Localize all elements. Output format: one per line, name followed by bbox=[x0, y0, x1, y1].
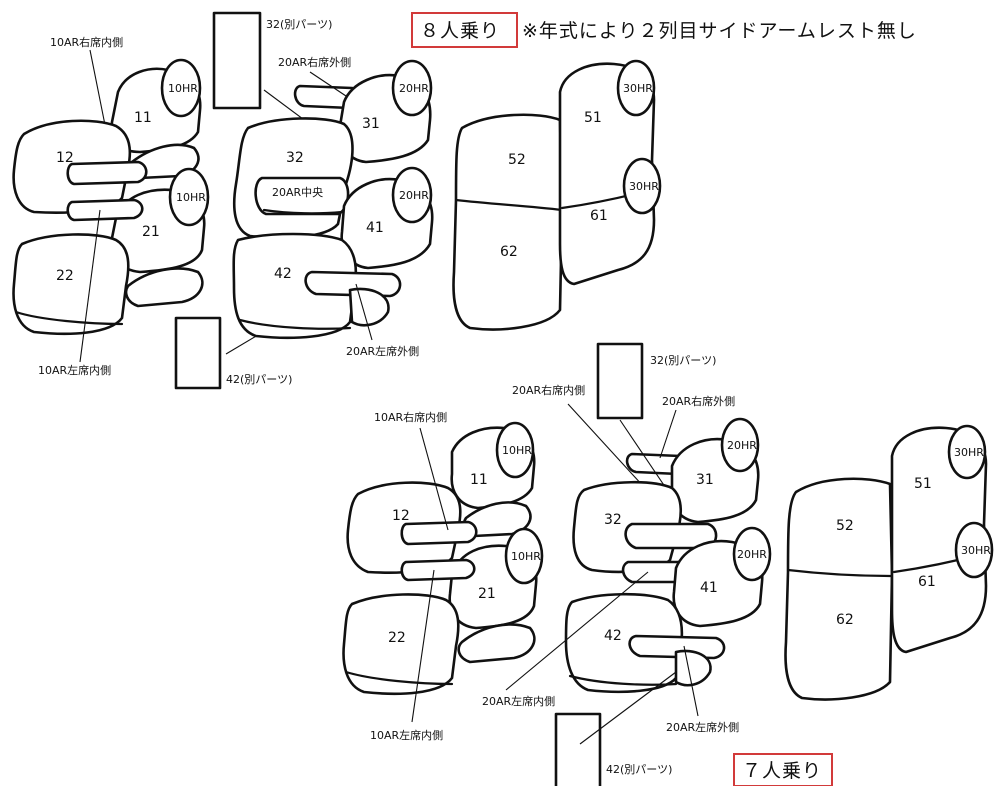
seat-51-num-b: 51 bbox=[914, 476, 932, 492]
title-8-box bbox=[411, 12, 518, 48]
seat-52-num-b: 52 bbox=[836, 518, 854, 534]
seat-52-62-cushion bbox=[452, 113, 564, 331]
hr-30-c: 30HR bbox=[954, 446, 984, 459]
seat-12-num-b: 12 bbox=[392, 508, 410, 524]
hr-10-a: 10HR bbox=[168, 82, 198, 95]
seat-61-num: 61 bbox=[590, 208, 608, 224]
headrest-10hr-d bbox=[504, 527, 544, 585]
ar10-right-inner-label-b: 10AR右席内側 bbox=[374, 410, 447, 424]
ar10-right-inner-label: 10AR右席内側 bbox=[50, 35, 123, 49]
part42-label-b: 42(別パーツ) bbox=[606, 763, 672, 776]
title-8: ８人乗り bbox=[420, 20, 500, 42]
seat-41-num: 41 bbox=[366, 220, 384, 236]
seat-22-cushion-b bbox=[342, 593, 460, 696]
hr-10-b: 10HR bbox=[176, 191, 206, 204]
seat-21-num-b: 21 bbox=[478, 586, 496, 602]
ar10-left-inner-label: 10AR左席内側 bbox=[38, 363, 111, 377]
headrest-30hr-a bbox=[616, 59, 656, 117]
hr-30-d: 30HR bbox=[961, 544, 991, 557]
ar20-left-inner-label-b: 20AR左席内側 bbox=[482, 694, 555, 708]
hr-10-d: 10HR bbox=[511, 550, 541, 563]
ar20-right-outer-label: 20AR右席外側 bbox=[278, 55, 351, 69]
seat-31-num-b: 31 bbox=[696, 472, 714, 488]
hr-20-d: 20HR bbox=[737, 548, 767, 561]
seat-62-num: 62 bbox=[500, 244, 518, 260]
hr-10-c: 10HR bbox=[502, 444, 532, 457]
title-7: ７人乗り bbox=[742, 760, 822, 782]
hr-20-a: 20HR bbox=[399, 82, 429, 95]
seat-22-cushion bbox=[12, 233, 130, 336]
ar20-center-label: 20AR中央 bbox=[272, 186, 323, 199]
seat-61-num-b: 61 bbox=[918, 574, 936, 590]
headrest-20hr-c bbox=[720, 417, 760, 473]
hr-20-b: 20HR bbox=[399, 189, 429, 202]
part32-box-b bbox=[596, 342, 644, 420]
seat-42-num-b: 42 bbox=[604, 628, 622, 644]
hr-20-c: 20HR bbox=[727, 439, 757, 452]
ar20-right-outer-label-b: 20AR右席外側 bbox=[662, 394, 735, 408]
part32-label-b: 32(別パーツ) bbox=[650, 354, 716, 367]
part32-label: 32(別パーツ) bbox=[266, 18, 332, 31]
seat-31-num: 31 bbox=[362, 116, 380, 132]
ar10-left-inner-label-b: 10AR左席内側 bbox=[370, 728, 443, 742]
ar20-left-outer-label-b: 20AR左席外側 bbox=[666, 720, 739, 734]
headrest-20hr-b bbox=[391, 166, 433, 224]
seat-11-num: 11 bbox=[134, 110, 152, 126]
seat-12-num: 12 bbox=[56, 150, 74, 166]
ar20-left-outer-label: 20AR左席外側 bbox=[346, 344, 419, 358]
seat-52-num: 52 bbox=[508, 152, 526, 168]
headrest-10hr-a bbox=[160, 58, 202, 118]
headrest-20hr-a bbox=[391, 59, 433, 117]
seat-21-num: 21 bbox=[142, 224, 160, 240]
hr-30-a: 30HR bbox=[623, 82, 653, 95]
headrest-30hr-c bbox=[947, 424, 987, 480]
seat-41-num-b: 41 bbox=[700, 580, 718, 596]
seat-52-62-cushion-b bbox=[784, 477, 894, 701]
seat-22-num-b: 22 bbox=[388, 630, 406, 646]
headrest-20hr-d bbox=[732, 526, 772, 582]
headrest-10hr-c bbox=[495, 421, 535, 479]
part42-box bbox=[174, 316, 222, 390]
headrest-30hr-d bbox=[954, 521, 994, 579]
seat-51-num: 51 bbox=[584, 110, 602, 126]
seat-42-cushion bbox=[232, 232, 358, 340]
seat-62-num-b: 62 bbox=[836, 612, 854, 628]
part32-box bbox=[212, 11, 262, 110]
seat-32-num: 32 bbox=[286, 150, 304, 166]
headrest-30hr-b bbox=[622, 157, 662, 215]
headrest-10hr-b bbox=[168, 167, 210, 227]
ar20-right-inner-label-b: 20AR右席内側 bbox=[512, 383, 585, 397]
seat-32-num-b: 32 bbox=[604, 512, 622, 528]
part42-box-b bbox=[554, 712, 602, 790]
seat-22-num: 22 bbox=[56, 268, 74, 284]
seat-42-num: 42 bbox=[274, 266, 292, 282]
hr-30-b: 30HR bbox=[629, 180, 659, 193]
part42-label: 42(別パーツ) bbox=[226, 373, 292, 386]
seat-11-num-b: 11 bbox=[470, 472, 488, 488]
model-year-note: ※年式により２列目サイドアームレスト無し bbox=[522, 20, 917, 42]
